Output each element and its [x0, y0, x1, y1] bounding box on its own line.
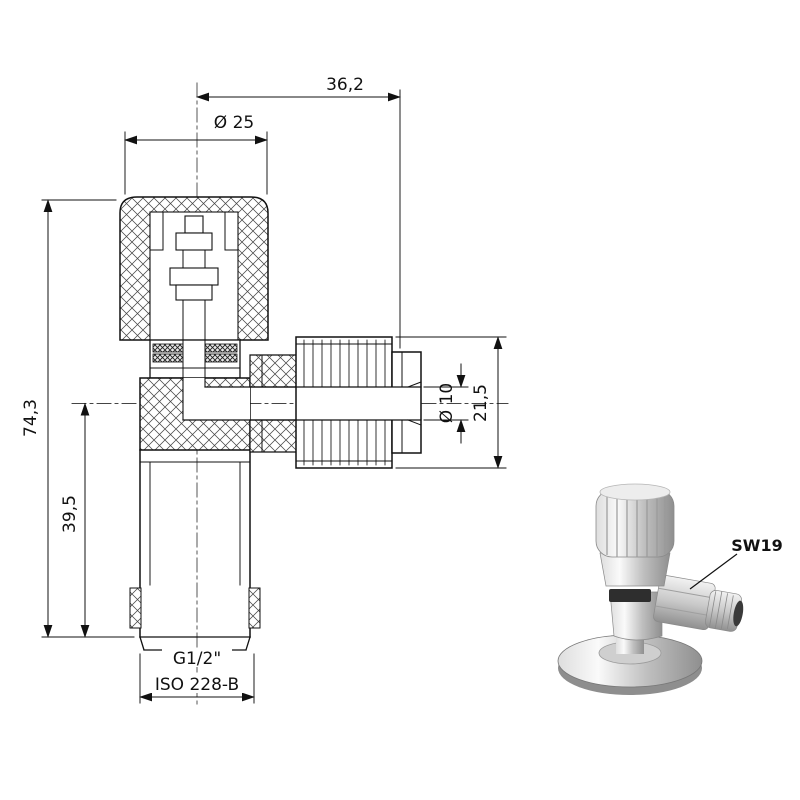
- render-valve-body: [609, 591, 663, 641]
- perspective-render: SW19: [557, 483, 783, 695]
- outlet-bore-cavity: [298, 387, 419, 420]
- dim-top-width: 36,2: [326, 75, 364, 95]
- standard-label-halo: [150, 675, 244, 693]
- spindle-gland-lower: [175, 284, 213, 301]
- ext-line-handle-diameter: [124, 131, 268, 195]
- compression-ribs: [709, 591, 734, 629]
- dim-lower-height: 39,5: [60, 495, 80, 533]
- spindle-gland-upper: [169, 267, 219, 286]
- lower-body-sides: [139, 449, 251, 638]
- stem-through-bonnet: [183, 341, 205, 378]
- dimensions: 36,2 Ø 25 74,3 39,5 Ø 10 21,5: [21, 75, 507, 704]
- dim-outlet-height: 21,5: [471, 384, 491, 422]
- thread-standard-label: ISO 228-B: [155, 675, 239, 695]
- knob-ribs: [606, 489, 666, 557]
- inner-wall-lines: [149, 461, 241, 586]
- thread-label-halo: [162, 649, 232, 667]
- handle-grip-steps: [149, 211, 239, 251]
- wrench-size-label: SW19: [731, 536, 782, 555]
- outlet-opening: [733, 600, 744, 627]
- spindle-top: [184, 215, 204, 234]
- render-side-outlet: [653, 574, 744, 632]
- stem-channel-lines: [182, 377, 206, 421]
- outlet-wall-bottom: [249, 419, 299, 453]
- ext-line-outlet-height: [395, 336, 507, 469]
- lower-body-steps: [139, 449, 251, 463]
- spindle-collar: [175, 232, 213, 251]
- knob-skirt: [599, 552, 671, 587]
- bonnet-detail-lines: [149, 339, 241, 379]
- body-dark-band: [609, 589, 651, 602]
- outlet-bore-lines: [182, 386, 422, 421]
- valve-handle-section: [119, 196, 269, 341]
- side-outlet-section: [182, 336, 422, 469]
- thread-size-label: G1/2": [173, 649, 221, 669]
- external-thread-right: [248, 587, 261, 629]
- dim-handle-diameter: Ø 25: [214, 113, 254, 133]
- knob-top: [599, 483, 671, 501]
- dim-overall-height: 74,3: [21, 399, 41, 437]
- hex-facet-lines: [655, 587, 714, 617]
- bonnet-section: [149, 339, 241, 379]
- bore-opening-flare: [407, 381, 422, 426]
- dim-outlet-bore: Ø 10: [437, 383, 457, 423]
- sw19-leader-line: [689, 553, 738, 590]
- valve-body-section: [129, 377, 261, 651]
- body-bore-cavity: [183, 378, 250, 420]
- section-view: 36,2 Ø 25 74,3 39,5 Ø 10 21,5: [21, 75, 509, 706]
- external-thread-left: [129, 587, 142, 629]
- outlet-wall-top: [249, 354, 299, 388]
